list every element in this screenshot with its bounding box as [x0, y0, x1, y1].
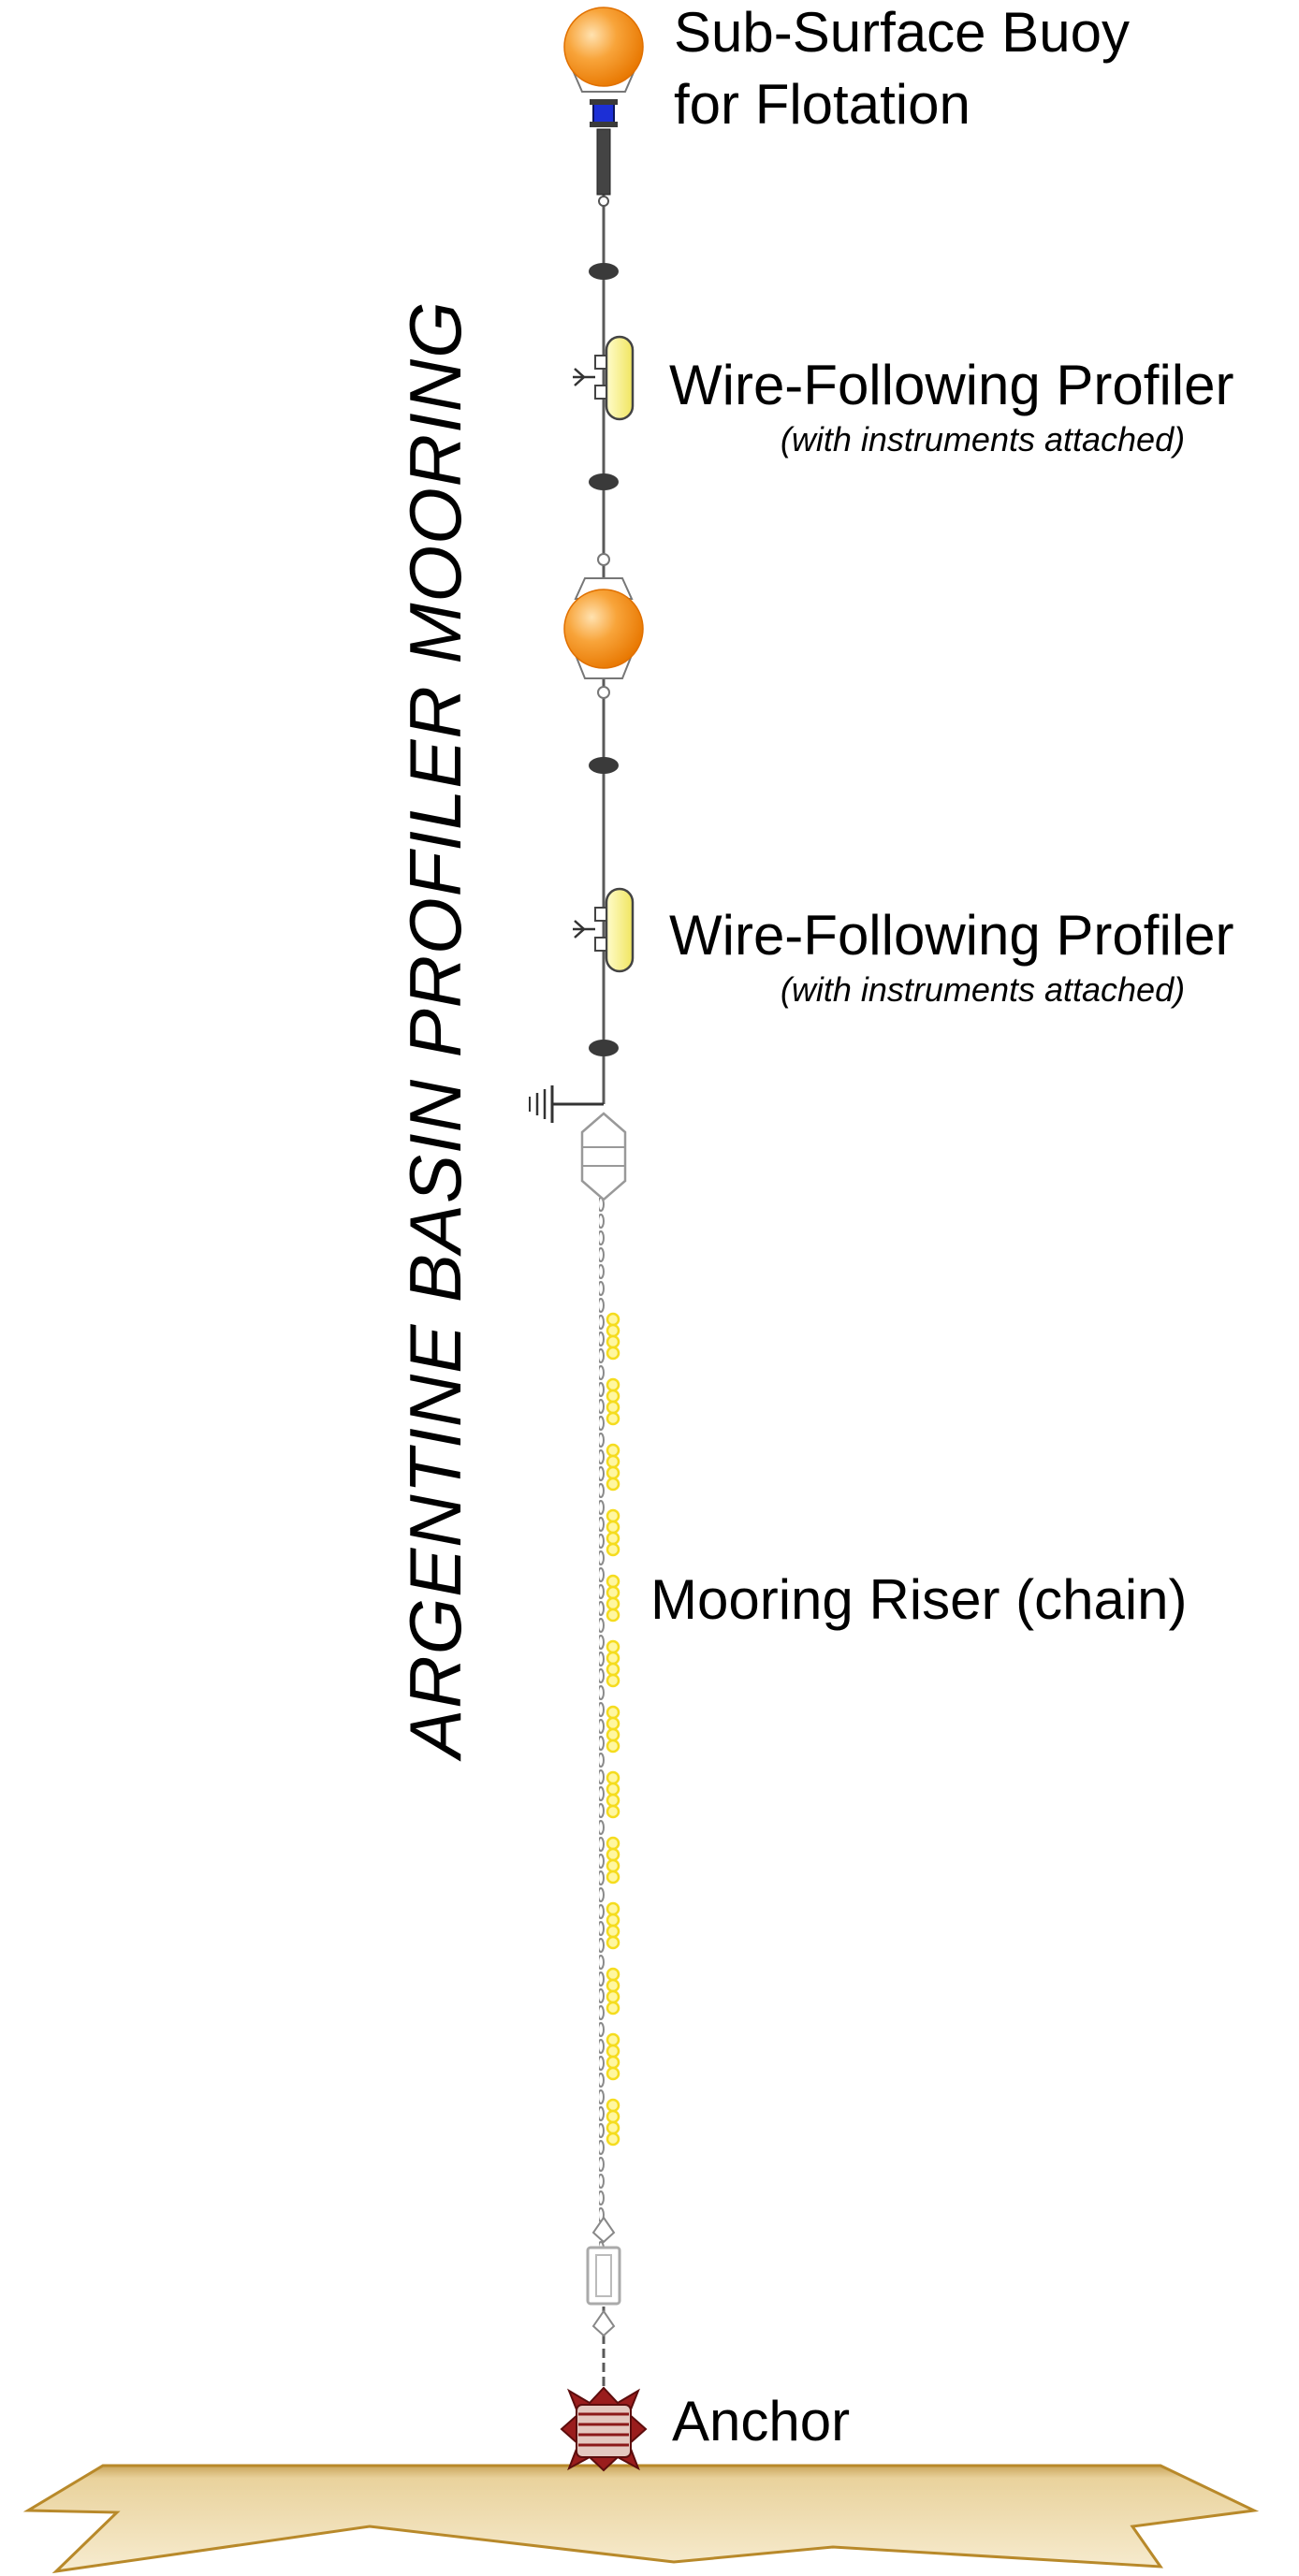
label-profiler-1-sub: (with instruments attached)	[781, 420, 1185, 458]
instrument-cage-icon	[580, 1112, 627, 1201]
diagram-title: ARGENTINE BASIN PROFILER MOORING	[394, 300, 476, 1762]
glass-float-cluster-icon	[606, 1967, 620, 2016]
label-profiler-1: Wire-Following Profiler	[669, 354, 1233, 416]
glass-float-cluster-icon	[606, 1901, 620, 1950]
lower-release-icon	[586, 2216, 621, 2337]
glass-float-cluster-icon	[606, 1770, 620, 1819]
glass-float-cluster-icon	[606, 1443, 620, 1492]
glass-float-strings	[606, 1312, 620, 2147]
glass-float-cluster-icon	[606, 2032, 620, 2081]
label-profiler-2-sub: (with instruments attached)	[781, 970, 1185, 1009]
label-profiler-2: Wire-Following Profiler	[669, 904, 1233, 967]
glass-float-cluster-icon	[606, 1574, 620, 1623]
label-anchor: Anchor	[672, 2390, 850, 2452]
top-buoy-icon	[563, 7, 644, 93]
seafloor-icon	[22, 2464, 1260, 2574]
anchor-weight-icon	[560, 2386, 648, 2472]
mid-buoy-icon	[563, 553, 644, 699]
label-buoy-line2: for Flotation	[674, 73, 971, 136]
glass-float-cluster-icon	[606, 1705, 620, 1754]
glass-float-cluster-icon	[606, 1639, 620, 1688]
bumper-stops	[589, 263, 619, 1056]
glass-float-cluster-icon	[606, 1377, 620, 1426]
profiler-1-icon	[573, 335, 635, 421]
profiler-2-icon	[573, 887, 635, 973]
acoustic-release-icon	[590, 99, 618, 207]
glass-float-cluster-icon	[606, 1312, 620, 1361]
label-buoy-line1: Sub-Surface Buoy	[674, 1, 1130, 64]
wire-terminus-icon	[529, 1085, 604, 1123]
label-riser: Mooring Riser (chain)	[650, 1568, 1188, 1631]
glass-float-cluster-icon	[606, 1508, 620, 1557]
glass-float-cluster-icon	[606, 1836, 620, 1885]
glass-float-cluster-icon	[606, 2098, 620, 2147]
